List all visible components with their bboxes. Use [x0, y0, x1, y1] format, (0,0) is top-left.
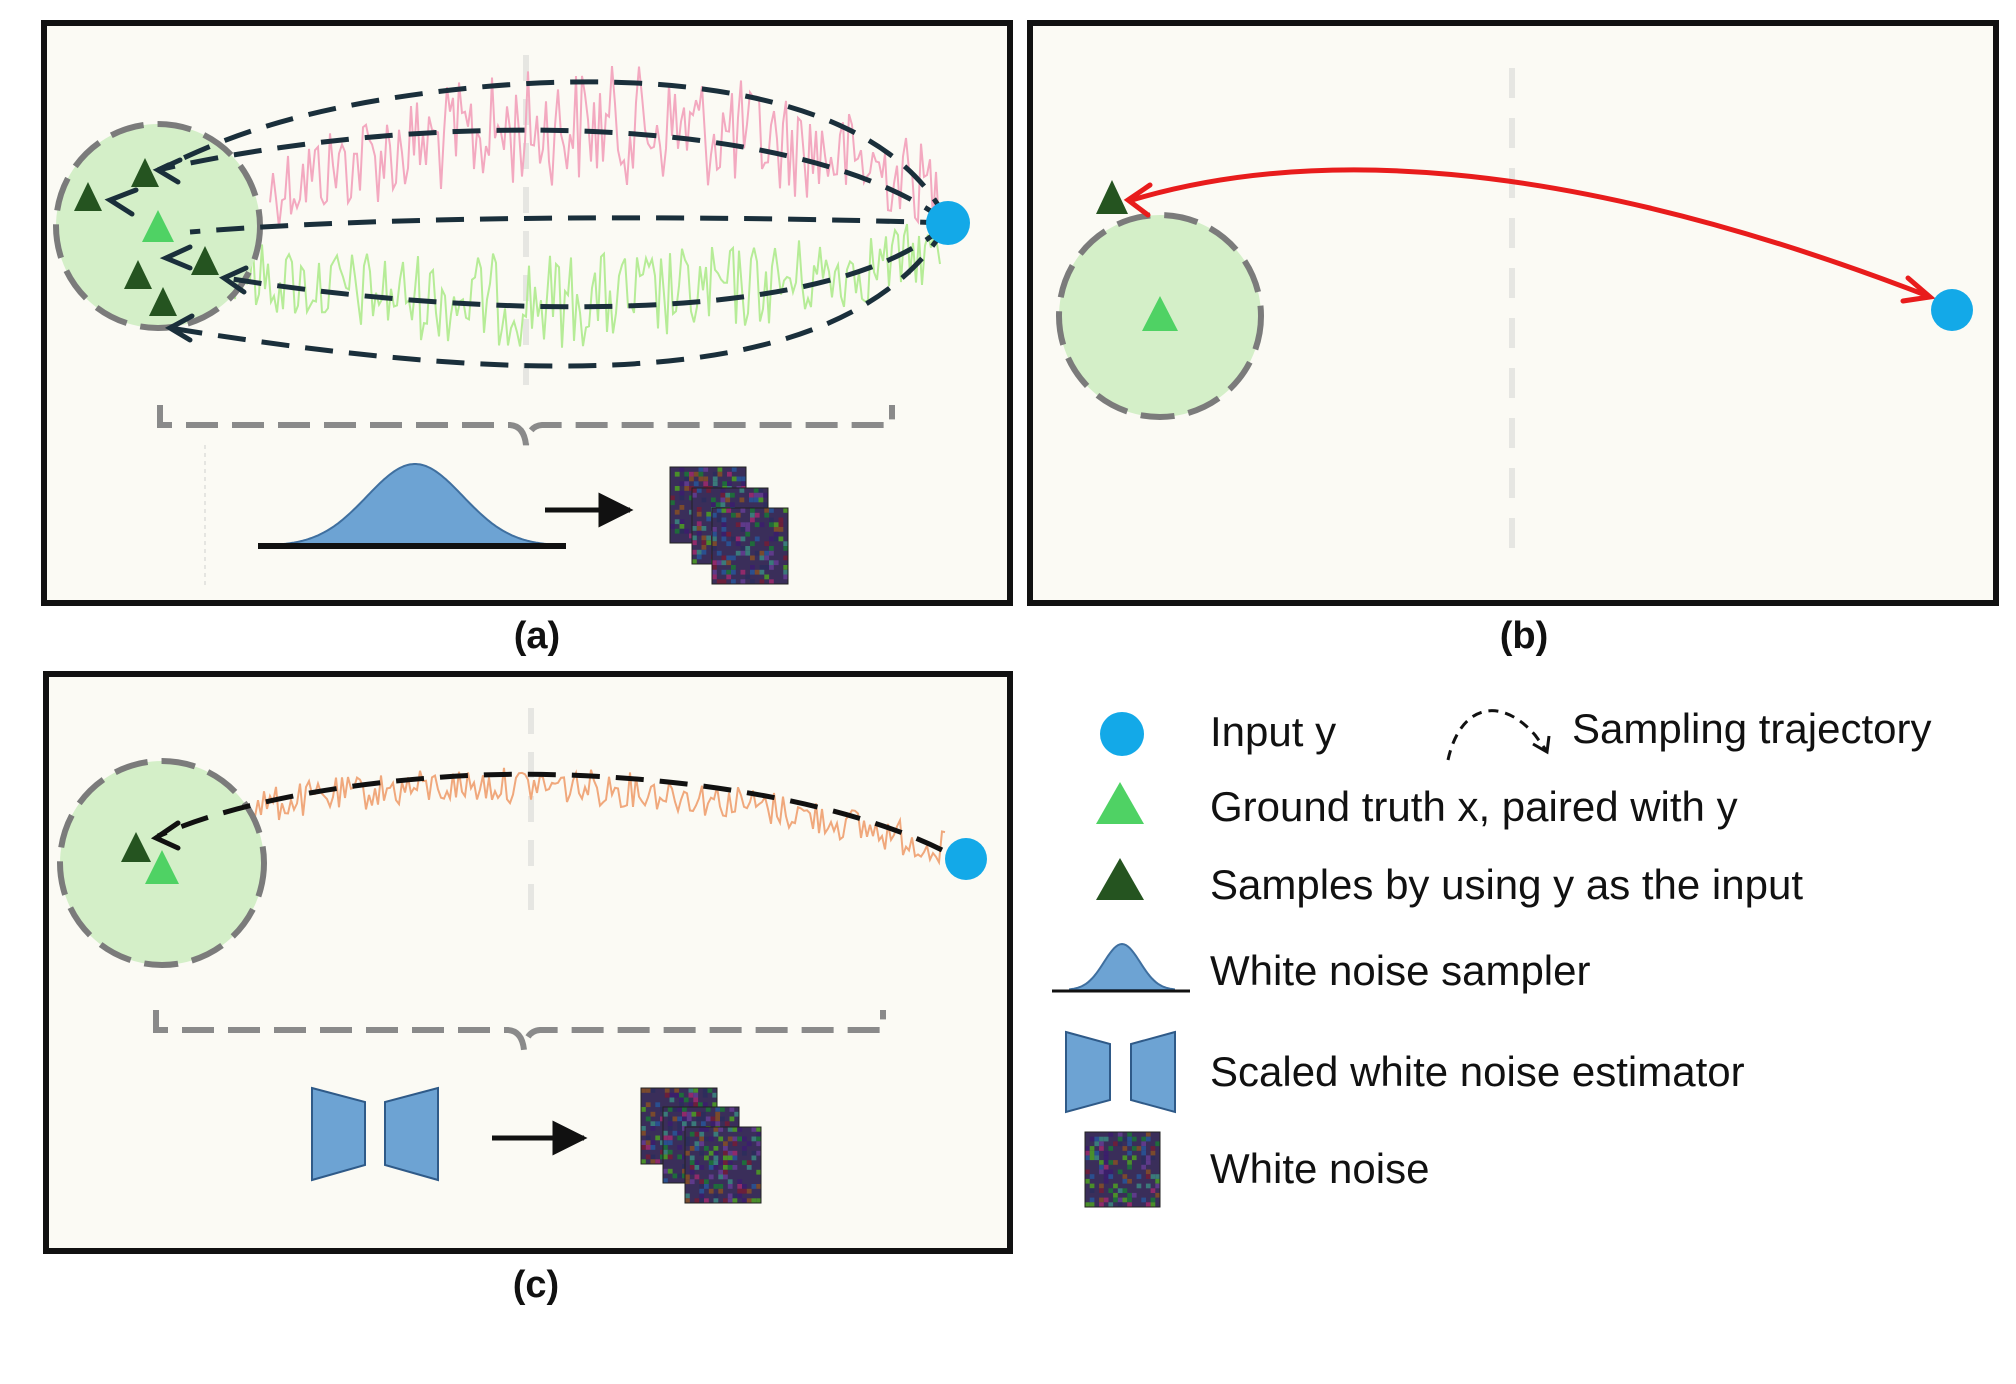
- sample-triangle-icon: [121, 832, 151, 862]
- legend-samples: Samples by using y as the input: [1210, 861, 1803, 908]
- brace-c: [153, 1010, 886, 1051]
- input-point-b: [1931, 289, 1973, 331]
- panel-b: [1027, 20, 1999, 606]
- trajectory-line: [169, 221, 951, 369]
- bowtie-icon: [311, 1086, 366, 1182]
- ground-truth-triangle-icon: [145, 850, 179, 884]
- sample-triangle-icon: [131, 158, 159, 187]
- pink-noise-band: [269, 66, 940, 228]
- legend-white-noise: White noise: [1210, 1145, 1429, 1192]
- sample-triangle-icon: [74, 182, 102, 211]
- input-point-a: [926, 201, 970, 245]
- panel-a: [41, 20, 1013, 606]
- noise-square-icon: [1084, 1131, 1161, 1208]
- trajectory-line: [225, 221, 950, 310]
- legend-white-noise-sampler: White noise sampler: [1210, 947, 1590, 994]
- legend-ground-truth: Ground truth x, paired with y: [1210, 783, 1738, 830]
- estimator-c: [311, 1086, 439, 1182]
- sample-triangle-icon: [124, 260, 152, 289]
- legend: Input y Sampling trajectory Ground truth…: [1052, 705, 1931, 1208]
- legend-input-y: Input y: [1210, 708, 1336, 755]
- trajectory-line: [157, 127, 950, 225]
- caption-a: (a): [514, 615, 560, 657]
- triangle-icon: [1096, 858, 1144, 900]
- direct-path: [1131, 167, 1929, 299]
- circle-icon: [1100, 712, 1144, 756]
- triangle-icon: [1096, 782, 1144, 824]
- caption-c: (c): [513, 1264, 559, 1306]
- input-point-c: [945, 838, 987, 880]
- samples-a: [74, 158, 219, 316]
- sample-triangle-icon: [191, 246, 219, 275]
- sample-triangle-icon: [1096, 180, 1128, 214]
- trajectory-c: [156, 771, 944, 853]
- arrowheads-a: [104, 157, 249, 343]
- trajectory-line: [156, 79, 951, 225]
- caption-b: (b): [1500, 615, 1549, 657]
- noise-stack-a: [669, 466, 789, 585]
- dashed-arrow-icon: [1446, 709, 1548, 761]
- brace-a: [157, 405, 895, 446]
- gaussian-sampler-a: [258, 463, 566, 549]
- bowtie-icon: [1065, 1030, 1111, 1114]
- sample-triangle-icon: [149, 287, 177, 316]
- legend-sampling-trajectory: Sampling trajectory: [1572, 705, 1931, 752]
- legend-scaled-estimator: Scaled white noise estimator: [1210, 1048, 1745, 1095]
- ground-truth-triangle-icon: [142, 210, 174, 242]
- noise-stack-c: [640, 1087, 762, 1204]
- ground-truth-triangle-icon: [1142, 296, 1178, 331]
- trajectory-line: [189, 215, 949, 235]
- green-noise-band: [219, 223, 941, 348]
- gaussian-icon: [279, 463, 551, 547]
- trajectories-a: [156, 79, 951, 369]
- panel-c: [43, 671, 1013, 1254]
- gaussian-icon: [1069, 942, 1175, 991]
